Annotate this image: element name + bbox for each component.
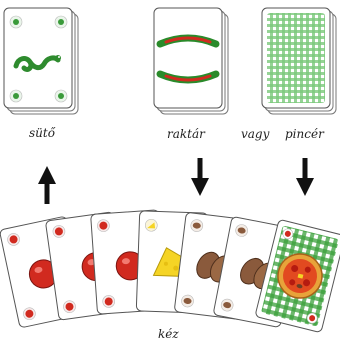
green-worm-icon — [13, 55, 61, 72]
storage-label: raktár — [167, 127, 205, 141]
waiter-deck — [261, 7, 337, 115]
arrow-storage-to-hand — [191, 158, 209, 196]
arrow-waiter-to-hand — [296, 158, 314, 196]
oven-card-corner-icon — [9, 15, 23, 29]
oven-card-corner-icon — [54, 15, 68, 29]
waiter-label: pincér — [285, 127, 324, 141]
or-label: vagy — [241, 127, 270, 141]
mamma-mia-logo — [156, 34, 220, 84]
green-checkered-card-back — [267, 13, 325, 103]
oven-card-corner-icon — [9, 89, 23, 103]
hand-card-pizza — [255, 219, 340, 333]
oven-card-corner-icon — [54, 89, 68, 103]
storage-deck — [153, 7, 229, 115]
oven-label: sütő — [29, 126, 55, 140]
arrow-hand-to-oven — [38, 166, 56, 204]
hand-fan — [0, 209, 340, 333]
hand-label: kéz — [158, 327, 179, 341]
pizza-icon — [277, 253, 323, 299]
oven-deck — [3, 7, 79, 115]
